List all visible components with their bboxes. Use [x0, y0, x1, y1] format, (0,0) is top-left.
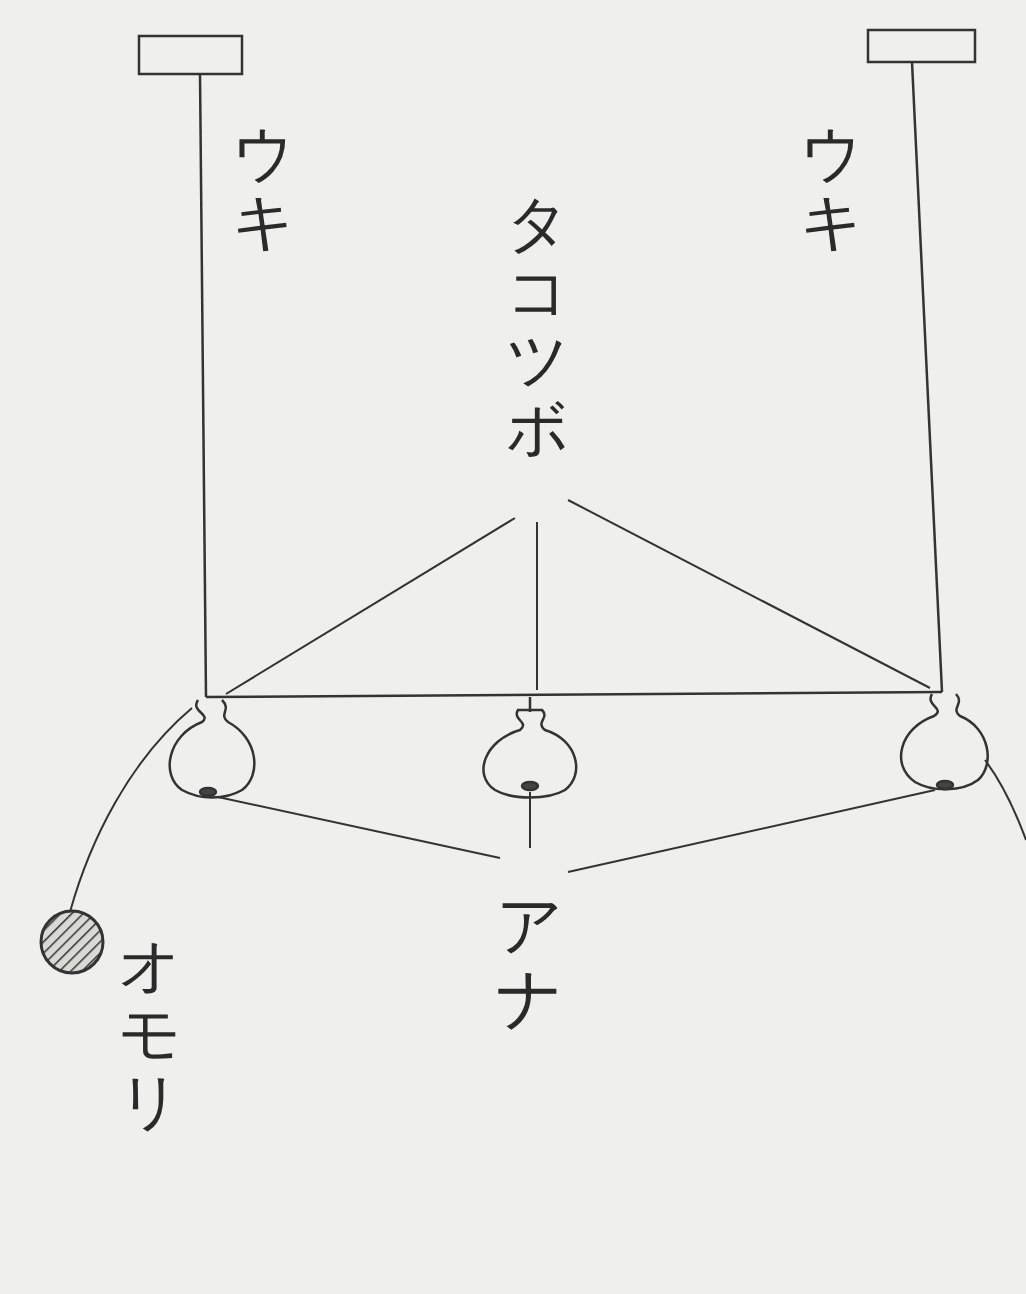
leader-line — [226, 518, 515, 694]
octopus-pot — [901, 694, 988, 789]
pot-hole — [522, 782, 538, 790]
leader-line — [218, 797, 500, 858]
pot-label: タコツボ — [506, 188, 568, 465]
buoy-label: ウキ — [232, 118, 294, 258]
trailing-line — [985, 760, 1026, 840]
sinker-weight — [41, 911, 103, 973]
leader-line — [568, 790, 935, 872]
buoy-line — [200, 74, 206, 697]
main-line — [206, 692, 942, 697]
weight-line — [70, 708, 192, 912]
weight-label: オモリ — [118, 930, 180, 1139]
buoy-label: ウキ — [800, 118, 862, 258]
buoy — [868, 30, 975, 62]
pot-hole — [937, 781, 953, 789]
buoy-line — [912, 62, 942, 692]
octopus-pot — [483, 710, 576, 798]
leader-line — [529, 792, 531, 848]
pot-hole — [200, 788, 216, 796]
leader-line — [568, 500, 930, 688]
hole-label: アナ — [496, 888, 562, 1037]
buoy — [139, 36, 242, 74]
leader-line — [536, 522, 538, 690]
octopus-pot — [170, 700, 255, 798]
